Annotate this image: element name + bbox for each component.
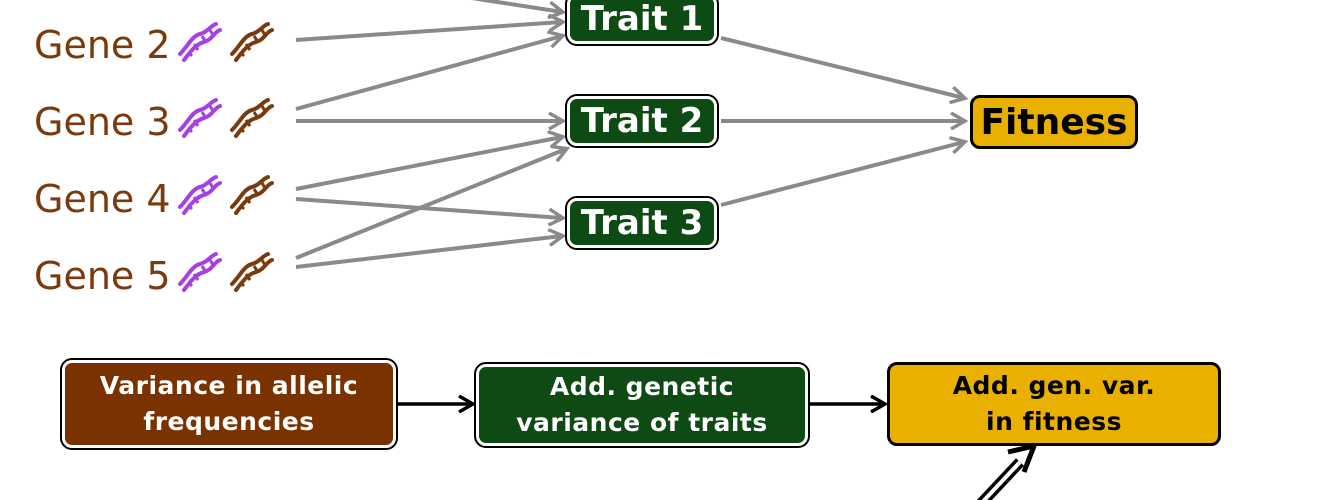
allelic-variance-box: Variance in allelic frequencies <box>60 358 398 450</box>
gene-label-2: Gene 2 <box>34 23 171 67</box>
trait-2-box: Trait 2 <box>565 94 719 148</box>
arrow-trait1-fitness <box>720 36 964 98</box>
arrow-gene4-trait3 <box>295 197 562 218</box>
arrow-gene1-trait1 <box>471 0 562 12</box>
fitness-genetic-variance-box: Add. gen. var. in fitness <box>887 362 1221 446</box>
arrow-gene4-trait2 <box>295 137 562 191</box>
gene-label-5: Gene 5 <box>34 254 171 298</box>
gene-label-3: Gene 3 <box>34 100 171 144</box>
trait-3-box: Trait 3 <box>565 196 719 250</box>
arrow-gene5-trait3 <box>295 236 562 269</box>
arrow-gene2-trait1 <box>295 22 562 42</box>
arrow-gene3-trait1 <box>295 36 562 111</box>
trait-genetic-variance-box: Add. genetic variance of traits <box>474 362 810 448</box>
trait-1-box: Trait 1 <box>565 0 719 46</box>
arrow-trait3-fitness <box>720 142 964 207</box>
gene-label-4: Gene 4 <box>34 177 171 221</box>
arrow-gene5-trait2 <box>295 149 566 260</box>
arrow-into-fitness-variance <box>976 442 1039 500</box>
fitness-genetic-variance-label: Add. gen. var. in fitness <box>952 370 1156 436</box>
trait-genetic-variance-label: Add. genetic variance of traits <box>516 371 768 437</box>
fitness-box: Fitness <box>970 95 1138 149</box>
allelic-variance-label: Variance in allelic frequencies <box>99 370 359 436</box>
